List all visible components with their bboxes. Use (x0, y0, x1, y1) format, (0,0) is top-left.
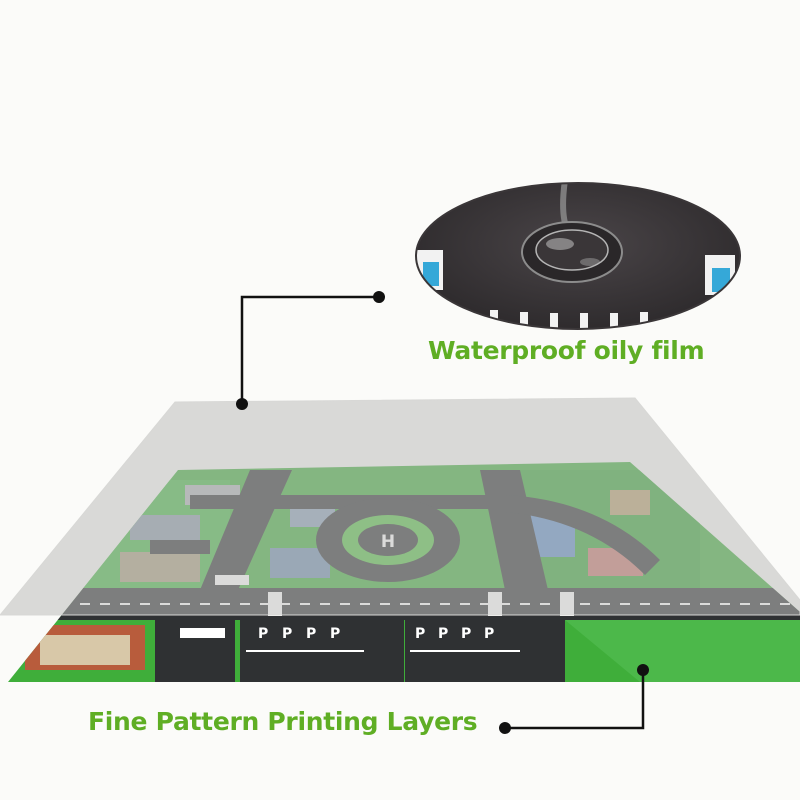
print-pointer-line (505, 670, 645, 730)
waterproof-film-sheet (0, 397, 800, 616)
parking-p: P (438, 626, 448, 642)
print-pointer-dot (637, 664, 649, 676)
parking-p: P (282, 626, 292, 642)
parking-lot-right: P P P P (405, 620, 525, 682)
parking-p: P (258, 626, 268, 642)
waterproof-film-label: Waterproof oily film (428, 336, 705, 365)
parking-p: P (461, 626, 471, 642)
film-pointer-dot (236, 398, 248, 410)
parking-p: P (330, 626, 340, 642)
printing-layers-label: Fine Pattern Printing Layers (88, 707, 478, 736)
parking-lot-left: P P P P (240, 620, 370, 682)
water-droplet (521, 183, 623, 283)
parking-p: P (484, 626, 494, 642)
print-pointer-dot (499, 722, 511, 734)
magnifier-lens (415, 182, 741, 330)
film-pointer-line (240, 295, 379, 404)
film-pointer-dot (373, 291, 385, 303)
parking-p: P (415, 626, 425, 642)
parking-p: P (306, 626, 316, 642)
